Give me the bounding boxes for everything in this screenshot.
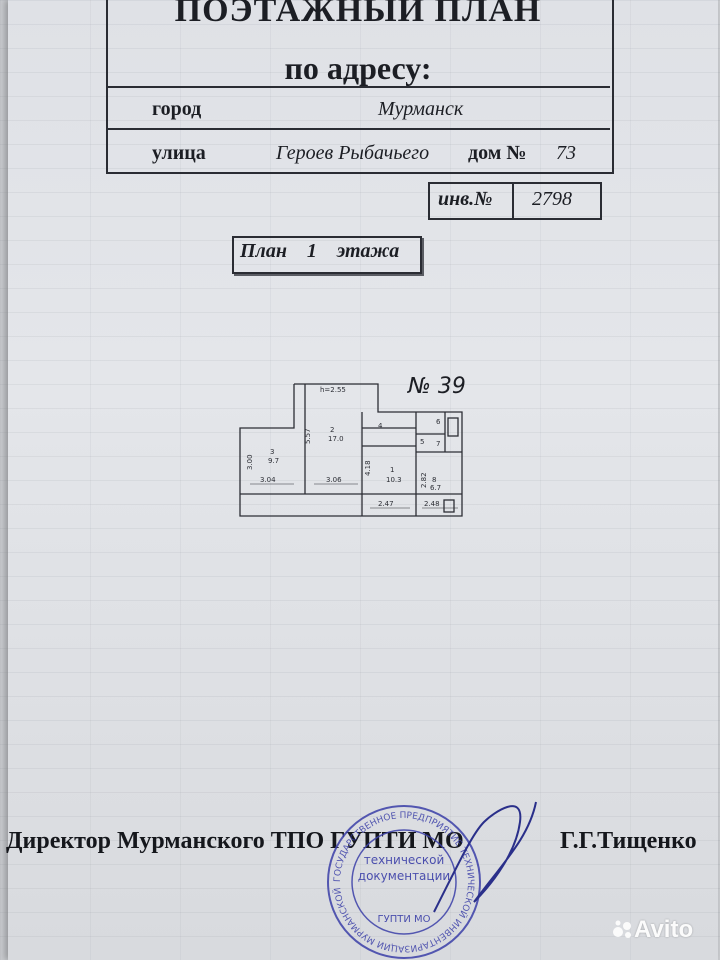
- apartment-number: № 39: [408, 374, 466, 399]
- city-value: Мурманск: [378, 98, 464, 120]
- room-7-number: 7: [436, 440, 440, 448]
- room-3-side: 3.00: [246, 454, 254, 470]
- plan-floor-label: План 1 этажа: [240, 240, 400, 262]
- room-3-number: 3: [270, 448, 274, 456]
- room-2-side: 5.57: [304, 428, 312, 444]
- house-label: дом №: [468, 142, 527, 164]
- city-label: город: [152, 98, 202, 120]
- room-1-area: 10.3: [386, 476, 402, 484]
- room-4-number: 4: [378, 422, 383, 430]
- document-title: ПОЭТАЖНЫЙ ПЛАН: [174, 0, 542, 29]
- stamp-center-line-1: технической: [364, 853, 445, 867]
- inventory-label: инв.№: [438, 188, 493, 210]
- stamp-center-line-2: документации: [358, 869, 450, 883]
- ceiling-height: h=2.55: [320, 386, 346, 394]
- avito-watermark: Avito: [612, 916, 693, 944]
- signatory-name: Г.Г.Тищенко: [560, 828, 697, 854]
- header-frame: [106, 0, 614, 174]
- house-value: 73: [556, 142, 576, 164]
- bathtub: [447, 417, 459, 437]
- room-2-number: 2: [330, 426, 334, 434]
- inventory-divider: [512, 184, 514, 218]
- room-6-number: 6: [436, 418, 441, 426]
- document-sheet: [8, 0, 718, 960]
- stamp-center-line-3: ГУПТИ МО: [378, 914, 431, 925]
- room-8-number: 8: [432, 476, 436, 484]
- room-8-area: 6.7: [430, 484, 441, 492]
- street-label: улица: [152, 142, 206, 164]
- header-divider: [108, 86, 610, 88]
- official-stamp: ГОСУДАРСТВЕННОЕ ПРЕДПРИЯТИЕ ТЕХНИЧЕСКОЙ …: [324, 792, 537, 959]
- room-1-side: 4.18: [364, 460, 372, 476]
- room-2-area: 17.0: [328, 435, 344, 443]
- outer-wall: [239, 383, 463, 517]
- room-3-width: 3.04: [260, 476, 276, 484]
- room-5-number: 5: [420, 438, 424, 446]
- room-1-number: 1: [390, 466, 394, 474]
- room-8-width: 2.48: [424, 500, 440, 508]
- room-1-width: 2.47: [378, 500, 394, 508]
- floor-plan-drawing: h=2.55 2 17.0 5.57 3.06 3 9.7 3.00 3.04 …: [239, 383, 463, 517]
- room-3-area: 9.7: [268, 457, 279, 465]
- stove: [443, 499, 455, 513]
- inventory-box: [428, 182, 602, 220]
- document-subtitle: по адресу:: [284, 50, 432, 86]
- inventory-value: 2798: [532, 188, 572, 210]
- avito-logo-icon: [613, 920, 631, 938]
- signature-scribble: [433, 801, 537, 913]
- room-8-side: 2.82: [420, 472, 428, 488]
- header-divider: [108, 128, 610, 130]
- street-value: Героев Рыбачьего: [276, 142, 430, 164]
- plan-floor-box: [232, 236, 422, 274]
- room-2-width: 3.06: [326, 476, 342, 484]
